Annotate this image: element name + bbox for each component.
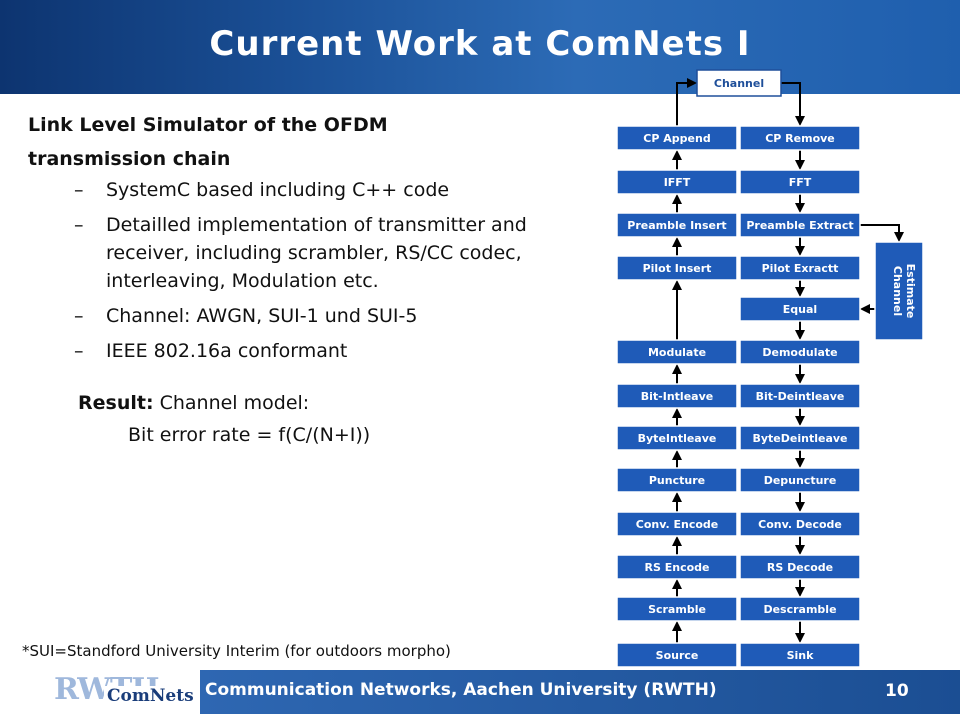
rx-block-label: Sink <box>787 649 815 662</box>
channel-block-label: Channel <box>714 77 764 90</box>
result-label: Result: <box>78 392 154 414</box>
tx-block <box>616 511 738 537</box>
diagram-arrow <box>860 224 904 242</box>
result-text: Channel model: <box>153 392 310 414</box>
channel-estimate-block <box>874 241 924 341</box>
rx-block <box>739 125 861 151</box>
footer-band <box>200 670 960 714</box>
rx-block-label: FFT <box>789 176 812 189</box>
rx-block-label: Pilot Exractt <box>762 262 839 275</box>
logo-comnets-text: ComNets <box>104 686 197 706</box>
diagram-arrow <box>781 82 805 126</box>
result-formula: Bit error rate = f(C/(N+I)) <box>128 424 371 446</box>
rx-block-label: Bit-Deintleave <box>756 390 845 403</box>
rx-block <box>739 425 861 451</box>
rx-block <box>739 383 861 409</box>
tx-block <box>616 125 738 151</box>
page-number: 10 <box>885 681 909 701</box>
channel-block <box>696 69 782 97</box>
footer-institute: Communication Networks, Aachen Universit… <box>205 680 717 700</box>
rx-block <box>739 511 861 537</box>
rx-block <box>739 169 861 195</box>
tx-block-label: ByteIntleave <box>638 432 717 445</box>
rx-block <box>739 467 861 493</box>
bullet-item: –Detailled implementation of transmitter… <box>74 214 527 292</box>
tx-block-label: Preamble Insert <box>627 219 726 232</box>
tx-block <box>616 383 738 409</box>
rx-block-label: Depuncture <box>764 474 837 487</box>
heading-line-2: transmission chain <box>28 148 231 170</box>
tx-block-label: Modulate <box>648 346 706 359</box>
tx-block-label: IFFT <box>664 176 691 189</box>
tx-block-label: Source <box>656 649 699 662</box>
tx-block <box>616 212 738 238</box>
bullet-item: –SystemC based including C++ code <box>74 179 450 201</box>
result-line: Result: Channel model: <box>28 387 588 419</box>
diagram-arrow <box>676 78 697 126</box>
tx-block <box>616 425 738 451</box>
tx-block-label: RS Encode <box>645 561 710 574</box>
rx-block-label: Preamble Extract <box>746 219 853 232</box>
footnote: *SUI=Standford University Interim (for o… <box>22 642 451 660</box>
title-bar <box>0 0 960 94</box>
tx-block <box>616 255 738 281</box>
tx-block <box>616 554 738 580</box>
tx-block-label: Pilot Insert <box>643 262 712 275</box>
tx-block <box>616 596 738 622</box>
tx-block-label: Scramble <box>648 603 706 616</box>
bullet-item: –IEEE 802.16a conformant <box>74 340 348 362</box>
rx-block-label: Descramble <box>763 603 836 616</box>
tx-block-label: Puncture <box>649 474 705 487</box>
rx-block-label: Conv. Decode <box>758 518 842 531</box>
rx-block <box>739 339 861 365</box>
bullet-item: –Channel: AWGN, SUI-1 und SUI-5 <box>74 305 418 327</box>
slide-body: Link Level Simulator of the OFDM transmi… <box>28 108 588 451</box>
rx-block-label: RS Decode <box>767 561 833 574</box>
tx-block-label: Bit-Intleave <box>641 390 713 403</box>
rwth-comnets-logo: RWTH ComNets <box>54 672 197 712</box>
channel-estimate-label-1: Channel <box>891 266 904 316</box>
rx-block <box>739 642 861 668</box>
rx-block <box>739 255 861 281</box>
rx-block-label: Demodulate <box>762 346 837 359</box>
slide-title: Current Work at ComNets I <box>209 24 751 64</box>
rx-block <box>739 212 861 238</box>
bullet-list: –SystemC based including C++ code –Detai… <box>28 176 588 365</box>
rx-block-label: Equal <box>783 303 817 316</box>
rx-block <box>739 596 861 622</box>
rx-block <box>739 296 861 322</box>
tx-block <box>616 642 738 668</box>
rx-block <box>739 554 861 580</box>
diagram-connectors <box>672 78 904 643</box>
channel-estimate-label-2: Estimate <box>904 264 917 319</box>
tx-block-label: CP Append <box>643 132 710 145</box>
tx-block <box>616 467 738 493</box>
tx-block <box>616 169 738 195</box>
rx-block-label: ByteDeintleave <box>752 432 847 445</box>
rx-block-label: CP Remove <box>765 132 835 145</box>
tx-block-label: Conv. Encode <box>636 518 719 531</box>
heading-line-1: Link Level Simulator of the OFDM <box>28 114 388 136</box>
tx-block <box>616 339 738 365</box>
